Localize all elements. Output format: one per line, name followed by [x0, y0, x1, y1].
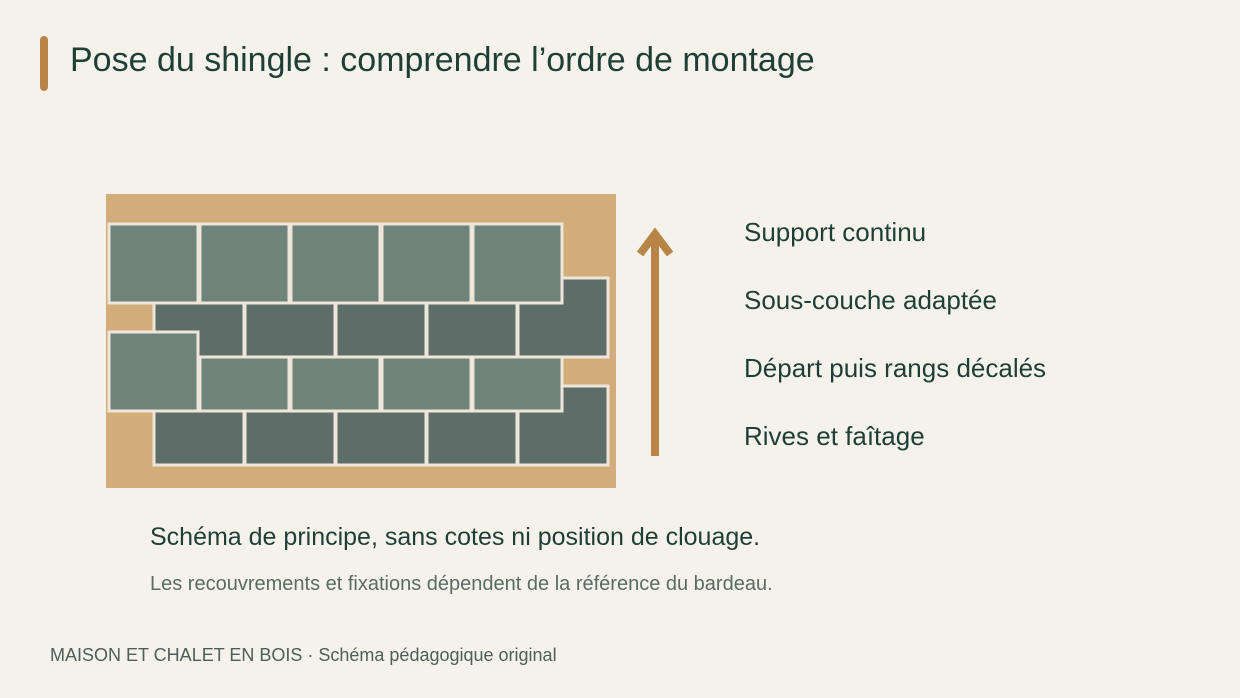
diagram-caption: Schéma de principe, sans cotes ni positi… [150, 523, 761, 551]
diagram-note: Les recouvrements et fixations dépendent… [150, 573, 773, 595]
shingle-tab-offset [334, 409, 428, 467]
shingle-tab [380, 355, 473, 413]
step-starter-rows: Départ puis rangs décalés [744, 353, 1047, 383]
page-title: Pose du shingle : comprendre l’ordre de … [70, 41, 815, 79]
shingle-tab [198, 222, 291, 305]
shingle-tab-offset [152, 409, 246, 467]
assembly-steps-list: Support continu Sous-couche adaptée Dépa… [744, 198, 1046, 470]
shingle-tab-offset [243, 301, 337, 359]
shingle-tab [289, 222, 382, 305]
shingle-diagram [106, 194, 616, 488]
arrow-head [636, 227, 674, 257]
title-accent-bar [40, 36, 48, 91]
shingle-tab [107, 222, 200, 305]
shingle-tab-offset [425, 409, 519, 467]
shingle-tab [107, 330, 200, 413]
shingle-tab-offset [334, 301, 428, 359]
shingle-tab [471, 222, 564, 305]
arrow-up-icon [630, 224, 680, 460]
shingle-tab-offset [243, 409, 337, 467]
step-support: Support continu [744, 217, 927, 247]
shingle-tab [471, 355, 564, 413]
footer-credit: MAISON ET CHALET EN BOIS · Schéma pédago… [50, 645, 557, 665]
shingle-tab-offset [425, 301, 519, 359]
shingle-diagram-svg [106, 194, 616, 488]
shingle-tab [198, 355, 291, 413]
shingle-tab [289, 355, 382, 413]
shingle-tab [380, 222, 473, 305]
step-rakes-ridge: Rives et faîtage [744, 421, 925, 451]
step-underlayment: Sous-couche adaptée [744, 285, 997, 315]
